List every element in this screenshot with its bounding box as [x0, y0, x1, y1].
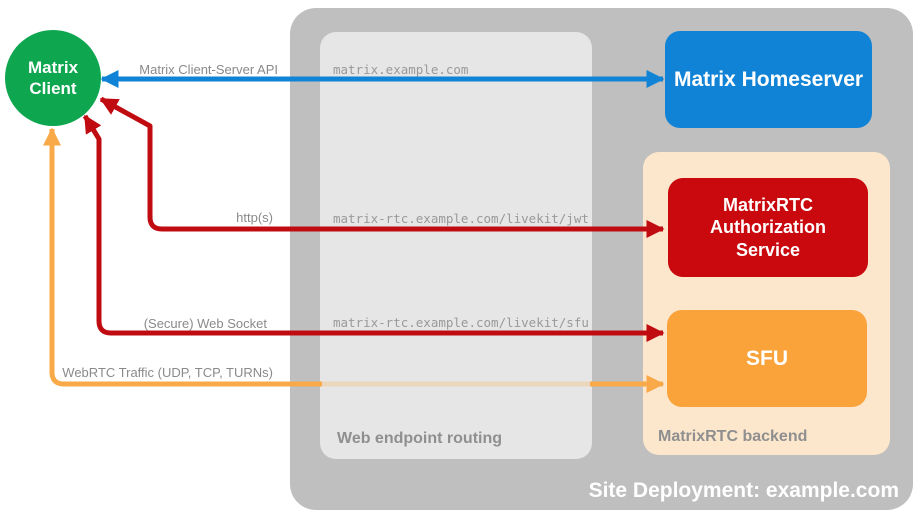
websocket-label: (Secure) Web Socket: [143, 316, 267, 331]
sfu-label: SFU: [746, 346, 788, 370]
endpoint-livekit-jwt: matrix-rtc.example.com/livekit/jwt: [333, 211, 589, 226]
web-endpoint-routing-label: Web endpoint routing: [337, 430, 503, 447]
matrix-client-label-line2: Client: [29, 79, 77, 98]
matrixrtc-authorization-service-node: MatrixRTC Authorization Service: [668, 178, 868, 277]
matrix-homeserver-label: Matrix Homeserver: [673, 67, 864, 91]
matrixrtc-authorization-service-label: MatrixRTC Authorization Service: [710, 194, 826, 262]
site-deployment-title: Site Deployment: example.com: [588, 479, 899, 502]
webrtc-arrow-client-segment: [43, 127, 322, 387]
client-server-api-label: Matrix Client-Server API: [139, 62, 278, 77]
auth-label-line1: MatrixRTC: [722, 194, 813, 215]
https-label: http(s): [236, 210, 273, 225]
matrix-client-node: Matrix Client: [5, 30, 101, 126]
web-endpoint-routing-zone: Web endpoint routing: [320, 32, 592, 459]
matrixrtc-backend-label: MatrixRTC backend: [658, 428, 808, 445]
webrtc-traffic-label: WebRTC Traffic (UDP, TCP, TURNs): [62, 365, 273, 380]
matrix-client-label-line1: Matrix: [27, 58, 79, 77]
sfu-node: SFU: [667, 310, 867, 407]
auth-label-line2: Authorization: [710, 217, 826, 238]
matrix-homeserver-node: Matrix Homeserver: [665, 31, 872, 128]
auth-label-line3: Service: [735, 239, 801, 260]
endpoint-livekit-sfu: matrix-rtc.example.com/livekit/sfu: [333, 315, 589, 330]
endpoint-matrix-example-com: matrix.example.com: [333, 62, 469, 77]
